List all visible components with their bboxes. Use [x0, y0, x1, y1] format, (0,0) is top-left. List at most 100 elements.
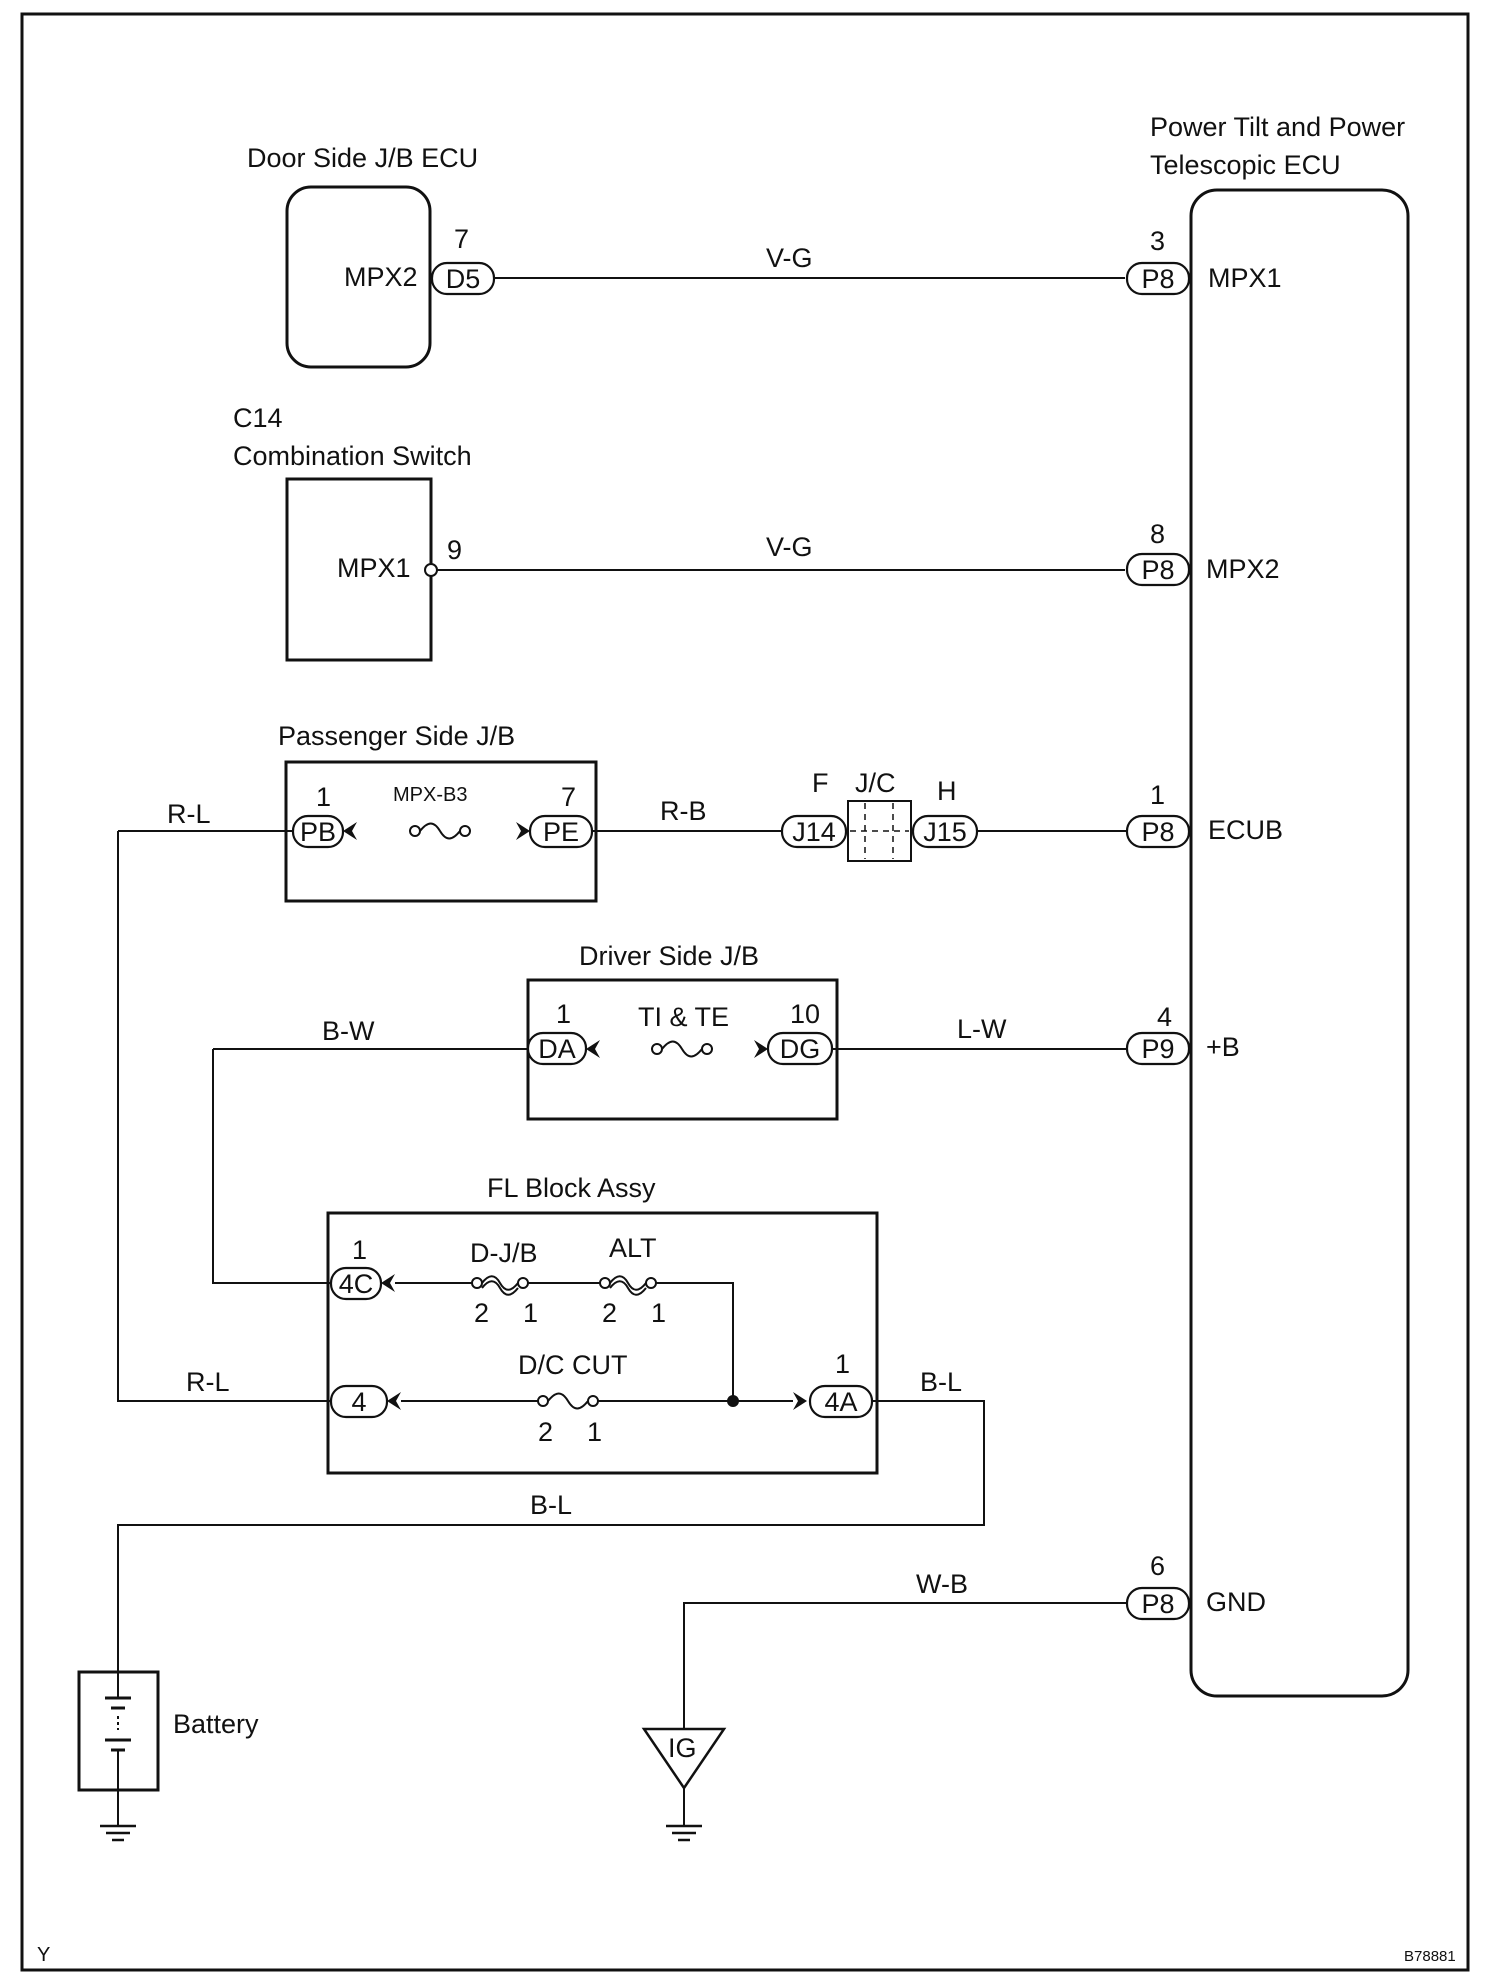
connector-p9-plus-b: [1125, 1031, 1191, 1066]
connector-j14-label: J14: [792, 817, 836, 847]
fuse-terminal-icon: [471, 1277, 483, 1289]
power-tilt-telescopic-ecu: Power Tilt and Power Telescopic ECU: [1150, 112, 1410, 1698]
wire-driver-left-color: B-W: [322, 1016, 375, 1046]
connector-dg-label: DG: [780, 1034, 821, 1064]
fl-top-to-junction-wire: [656, 1282, 734, 1401]
connector-p8-gnd-label: P8: [1141, 1589, 1174, 1619]
fuse-terminal-icon: [459, 825, 471, 837]
ecu-pin-mpx1-number: 3: [1150, 226, 1165, 256]
wire-ground-color: W-B: [916, 1569, 968, 1599]
ground-ig: IG: [641, 1727, 727, 1842]
driver-jb-right-pin: 10: [790, 999, 820, 1029]
wire-pass-to-jc-color: R-B: [660, 796, 707, 826]
ecu-title-line1: Power Tilt and Power: [1150, 112, 1405, 142]
wire-bl-to-battery: [117, 1400, 985, 1672]
connector-d5-label: D5: [446, 264, 481, 294]
fl-fuse3-pin2: 2: [538, 1417, 553, 1447]
fl-fuse2-label: ALT: [609, 1233, 657, 1263]
battery-label: Battery: [173, 1709, 259, 1739]
ecu-pin-ecub-label: ECUB: [1208, 815, 1283, 845]
connector-p8-ecub: [1125, 814, 1191, 849]
terminal-arrow-icon: [381, 1274, 395, 1292]
ecu-pin-gnd-label: GND: [1206, 1587, 1266, 1617]
ecu-box: [1189, 188, 1410, 1698]
diagram-frame: [20, 12, 1470, 1972]
fuse-icon: [481, 1280, 519, 1296]
passenger-jb-left-pin: 1: [316, 782, 331, 812]
connector-p8-mpx1-label: P8: [1141, 264, 1174, 294]
driver-jb-title: Driver Side J/B: [579, 941, 759, 971]
connector-p8-mpx2: [1125, 552, 1191, 587]
wire-driver-to-ecu-color: L-W: [957, 1014, 1007, 1044]
ecu-pin-plus-b: 4 P9 +B: [1125, 1002, 1240, 1066]
connector-j14: [780, 814, 848, 849]
footer-figure-id: B78881: [1404, 1948, 1456, 1965]
fuse-terminal-icon: [651, 1043, 663, 1055]
connector-p8-ecub-label: P8: [1141, 817, 1174, 847]
fuse-icon: [661, 1040, 703, 1058]
fuse-icon: [419, 822, 461, 840]
connector-4a-label: 4A: [824, 1387, 857, 1417]
fuse-icon: [609, 1275, 647, 1291]
terminal-arrow-icon: [516, 822, 530, 840]
jc-right-pin: H: [937, 776, 957, 806]
terminal-arrow-icon: [793, 1392, 807, 1410]
door-jb-box: [285, 185, 432, 369]
connector-da-label: DA: [538, 1034, 576, 1064]
fl-fuse1-pin2: 2: [474, 1298, 489, 1328]
connector-4c-label: 4C: [339, 1269, 374, 1299]
wire-bw-left-rail: [212, 1049, 331, 1284]
fl-block-title: FL Block Assy: [487, 1173, 656, 1203]
splice-point-icon: [727, 1395, 739, 1407]
wire-rl-left-rail: [117, 831, 331, 1402]
fl-fuse3-pin1: 1: [587, 1417, 602, 1447]
driver-side-jb: Driver Side J/B 1 DA TI & TE 10 DG: [526, 941, 839, 1121]
terminal-arrow-icon: [754, 1040, 768, 1058]
ecu-pin-mpx2: 8 P8 MPX2: [1125, 519, 1280, 587]
connector-j15-label: J15: [923, 817, 967, 847]
wire-pass-left-color: R-L: [167, 799, 211, 829]
wire-fl-out-color: B-L: [920, 1367, 962, 1397]
fl-block-box: [326, 1211, 879, 1475]
fuse-icon: [547, 1392, 589, 1410]
fuse-terminal-icon: [701, 1043, 713, 1055]
fuse-icon: [481, 1275, 519, 1291]
ecu-pin-mpx1: 3 P8 MPX1: [1125, 226, 1282, 296]
passenger-jb-right-pin: 7: [561, 782, 576, 812]
door-jb-title: Door Side J/B ECU: [247, 143, 478, 173]
fl-top-pin: 1: [352, 1235, 367, 1265]
combo-switch-pin-label: MPX1: [337, 553, 411, 583]
jc-left-pin: F: [812, 768, 829, 798]
wire-combo-to-ecu-color: V-G: [766, 532, 813, 562]
terminal-arrow-icon: [586, 1040, 600, 1058]
jc-title: J/C: [855, 768, 896, 798]
fl-fuse3-label: D/C CUT: [518, 1350, 628, 1380]
passenger-side-jb: Passenger Side J/B 1 PB MPX-B3 7 PE: [278, 721, 598, 903]
door-jb-pin-number: 7: [454, 224, 469, 254]
ecu-pin-mpx2-number: 8: [1150, 519, 1165, 549]
connector-p8-mpx2-label: P8: [1141, 555, 1174, 585]
ecu-pin-ecub-number: 1: [1150, 780, 1165, 810]
junction-connector: F J/C H J14 J15: [780, 768, 979, 862]
connector-p9-plus-b-label: P9: [1141, 1034, 1174, 1064]
combo-switch-terminal-icon: [424, 563, 438, 577]
wire-fl-bottom-left-color: R-L: [186, 1367, 230, 1397]
battery: Battery: [77, 1670, 259, 1842]
connector-pe-label: PE: [543, 817, 579, 847]
fl-block-assy: FL Block Assy 1 4C D-J/B 2 1 ALT 2 1 4 D…: [326, 1173, 879, 1475]
passenger-jb-fuse-label: MPX-B3: [393, 784, 467, 806]
combo-switch-pin-number: 9: [447, 535, 462, 565]
terminal-arrow-icon: [387, 1392, 401, 1410]
fuse-terminal-icon: [645, 1277, 657, 1289]
driver-jb-fuse-label: TI & TE: [638, 1002, 729, 1032]
fl-fuse1-pin1: 1: [523, 1298, 538, 1328]
ecu-pin-mpx1-label: MPX1: [1208, 263, 1282, 293]
fuse-terminal-icon: [517, 1277, 529, 1289]
fl-fuse1-label: D-J/B: [470, 1238, 538, 1268]
fuse-terminal-icon: [409, 825, 421, 837]
ecu-title-line2: Telescopic ECU: [1150, 150, 1341, 180]
combination-switch: C14 Combination Switch MPX1 9: [233, 403, 472, 662]
fuse-terminal-icon: [587, 1395, 599, 1407]
fuse-terminal-icon: [599, 1277, 611, 1289]
